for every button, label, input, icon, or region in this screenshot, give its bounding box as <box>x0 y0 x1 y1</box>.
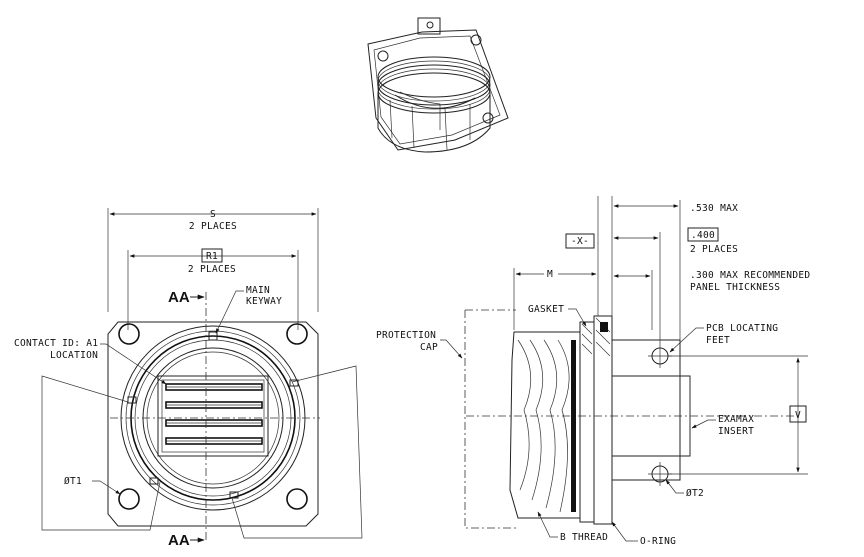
side-view: .530 MAX .400 2 PLACES .300 MAX RECOMMEN… <box>376 196 810 547</box>
t2-label: ØT2 <box>686 488 704 499</box>
front-view: S 2 PLACES R1 2 PLACES <box>14 208 363 549</box>
protection-cap-label-1: PROTECTION <box>376 330 436 341</box>
dim-m-label: M <box>547 269 553 280</box>
pcb-feet-label-2: FEET <box>706 335 730 346</box>
examax-insert-label-1: EXAMAX <box>718 414 754 425</box>
gasket-label: GASKET <box>528 304 564 315</box>
s-places-label: 2 PLACES <box>189 221 237 232</box>
o-ring-label: O-RING <box>640 536 676 547</box>
dim-v-label: V <box>795 410 801 421</box>
pcb-feet-label-1: PCB LOCATING <box>706 323 778 334</box>
examax-insert-label-2: INSERT <box>718 426 754 437</box>
contact-id-label-2: LOCATION <box>50 350 98 361</box>
dim-400: .400 <box>691 230 715 241</box>
t1-label: ØT1 <box>64 476 82 487</box>
datum-x-label: -X- <box>571 236 589 247</box>
dim-530-max: .530 MAX <box>690 203 738 214</box>
dim-400-places: 2 PLACES <box>690 244 738 255</box>
dim-300-max-1: .300 MAX RECOMMENDED <box>690 270 810 281</box>
r1-places-label: 2 PLACES <box>188 264 236 275</box>
main-keyway-label-1: MAIN <box>246 285 270 296</box>
b-thread-label: B THREAD <box>560 532 608 543</box>
contact-id-label-1: CONTACT ID: A1 <box>14 338 98 349</box>
main-keyway-label-2: KEYWAY <box>246 296 282 307</box>
section-aa-top: AA <box>168 289 190 306</box>
dim-s-label: S <box>210 209 216 220</box>
section-aa-bottom: AA <box>168 532 190 549</box>
dim-r1-label: R1 <box>206 251 218 262</box>
isometric-connector-view <box>367 17 509 153</box>
dim-300-max-2: PANEL THICKNESS <box>690 282 780 293</box>
protection-cap-label-2: CAP <box>420 342 438 353</box>
